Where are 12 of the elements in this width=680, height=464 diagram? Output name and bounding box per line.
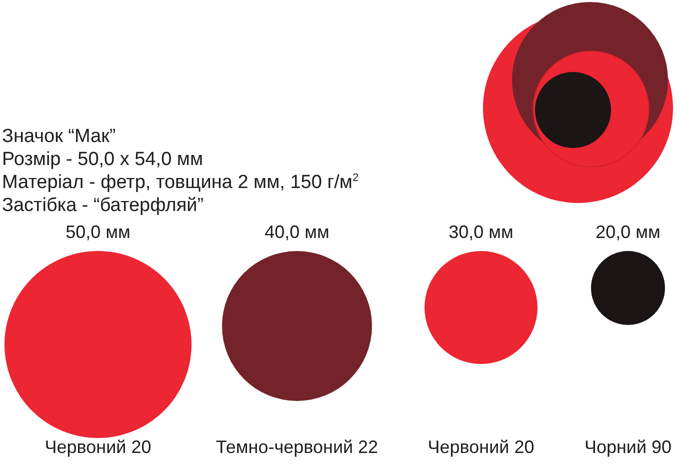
badge-title: Значок “Мак” [2,125,116,148]
fastener-spec: Застібка - “батерфляй” [2,194,204,217]
material-spec: Матеріал - фетр, товщина 2 мм, 150 г/м$^{2}$ [2,171,359,194]
size-spec: Розмір - 50,0 х 54,0 мм [2,148,204,171]
diameter-label: 40,0 мм [264,221,330,243]
color-name-label: Червоний 20 [44,436,152,458]
color-name-label: Червоний 20 [428,436,534,458]
color-name-label: Темно-червоний 22 [216,436,378,458]
color-name-label: Чорний 90 [584,436,672,458]
diameter-label: 20,0 мм [596,221,660,243]
diameter-label: 30,0 мм [448,221,514,243]
diameter-label: 50,0 мм [66,221,130,243]
